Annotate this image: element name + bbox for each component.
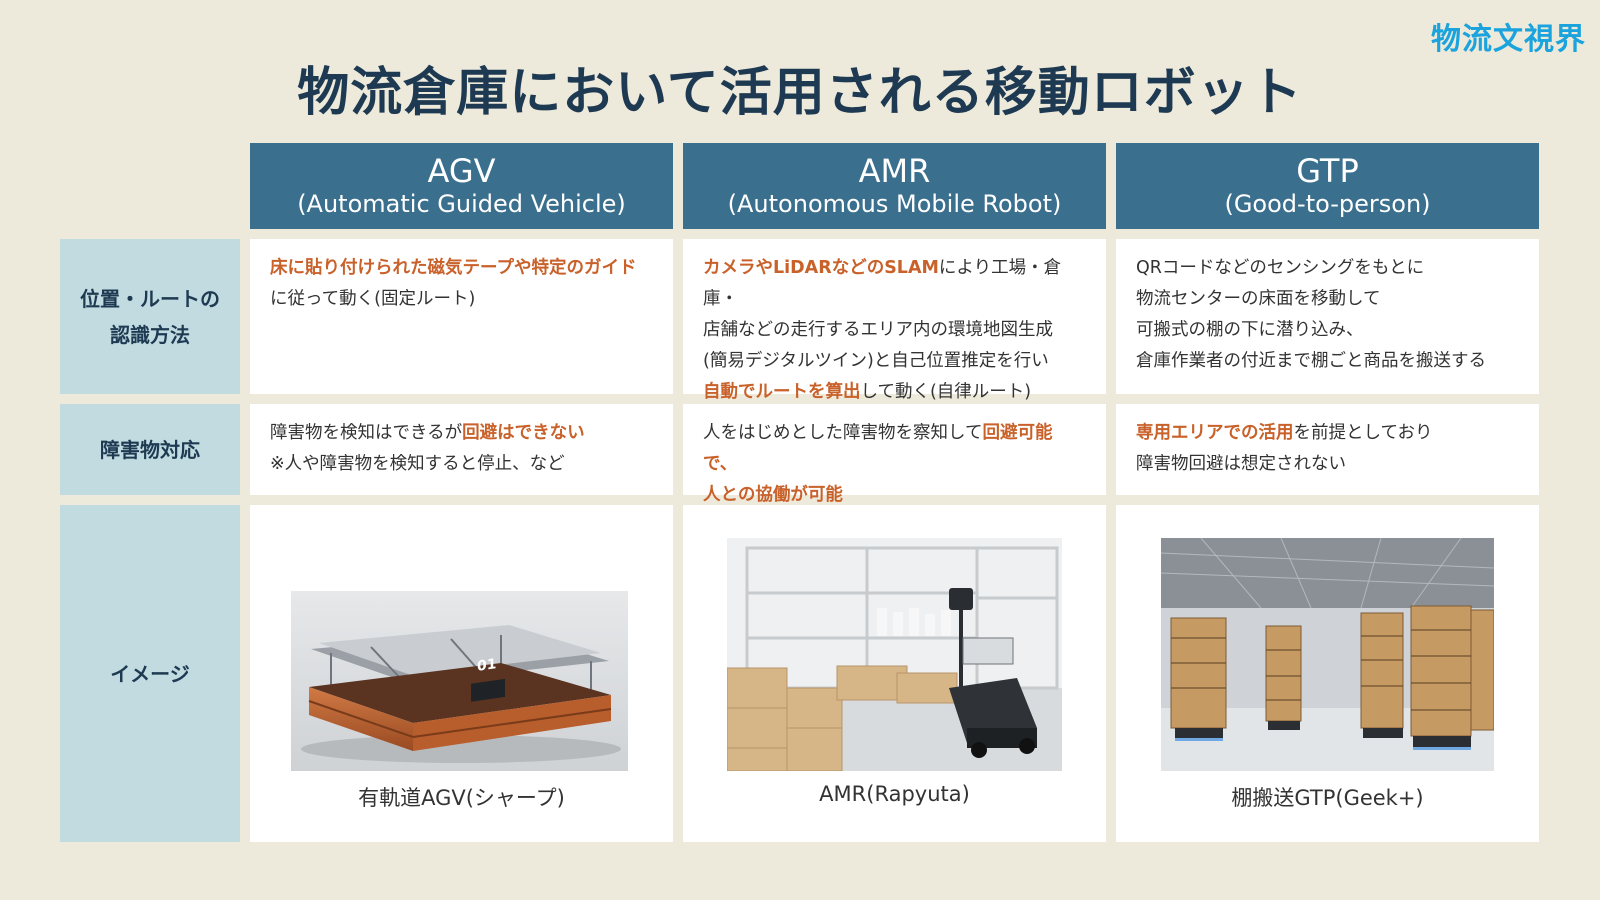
cell-text: 物流センターの床面を移動して — [1136, 289, 1381, 309]
image-caption: 有軌道AGV(シャープ) — [358, 786, 565, 810]
cell-recognition-agv: 床に貼り付けられた磁気テープや特定のガイド に従って動く(固定ルート) — [250, 239, 673, 394]
highlight-text: カメラやLiDARなどのSLAM — [703, 258, 939, 278]
highlight-text: 自動でルートを算出 — [703, 382, 861, 402]
cell-image-gtp: 棚搬送GTP(Geek+) — [1116, 505, 1539, 842]
row-label-obstacle: 障害物対応 — [60, 404, 240, 495]
agv-robot-image: 01 — [291, 591, 628, 771]
cell-text: に従って動く(固定ルート) — [270, 289, 476, 309]
row-label-image: イメージ — [60, 505, 240, 842]
column-name: AGV — [427, 152, 496, 190]
cell-obstacle-agv: 障害物を検知はできるが回避はできない ※人や障害物を検知すると停止、など — [250, 404, 673, 495]
row-label-recognition: 位置・ルートの 認識方法 — [60, 239, 240, 394]
svg-text:01: 01 — [477, 656, 496, 675]
cell-recognition-gtp: QRコードなどのセンシングをもとに 物流センターの床面を移動して 可搬式の棚の下… — [1116, 239, 1539, 394]
cell-recognition-amr: カメラやLiDARなどのSLAMにより工場・倉庫・ 店舗などの走行するエリア内の… — [683, 239, 1106, 402]
row-label-line: 位置・ルートの — [80, 286, 220, 311]
column-header-gtp: GTP (Good-to-person) — [1116, 143, 1539, 229]
cell-image-amr: AMR(Rapyuta) — [683, 505, 1106, 842]
column-header-amr: AMR (Autonomous Mobile Robot) — [683, 143, 1106, 229]
cell-text: ※人や障害物を検知すると停止、など — [270, 454, 565, 474]
amr-robot-image — [727, 538, 1062, 771]
cell-text: QRコードなどのセンシングをもとに — [1136, 258, 1425, 278]
column-fullname: (Good-to-person) — [1224, 190, 1431, 218]
table-corner — [60, 143, 240, 229]
column-name: GTP — [1296, 152, 1359, 190]
cell-text: 倉庫作業者の付近まで棚ごと商品を搬送する — [1136, 351, 1486, 371]
highlight-text: 回避はできない — [462, 423, 585, 443]
cell-text: 障害物回避は想定されない — [1136, 454, 1346, 474]
cell-text: 可搬式の棚の下に潜り込み、 — [1136, 320, 1364, 340]
highlight-text: 回避可能で、 — [703, 423, 1053, 474]
column-header-agv: AGV (Automatic Guided Vehicle) — [250, 143, 673, 229]
highlight-text: 人との協働が可能 — [703, 485, 843, 505]
comparison-table: AGV (Automatic Guided Vehicle) AMR (Auto… — [60, 143, 1539, 842]
column-fullname: (Autonomous Mobile Robot) — [727, 190, 1062, 218]
highlight-text: 床に貼り付けられた磁気テープや特定のガイド — [270, 258, 637, 278]
cell-image-agv: 01 有軌道AGV(シャープ) — [250, 505, 673, 842]
page-title: 物流倉庫において活用される移動ロボット — [297, 63, 1303, 123]
cell-obstacle-amr: 人をはじめとした障害物を察知して回避可能で、 人との協働が可能 — [683, 404, 1106, 505]
cell-text: 人をはじめとした障害物を察知して — [703, 423, 983, 443]
cell-text: 店舗などの走行するエリア内の環境地図生成 — [703, 320, 1053, 340]
cell-text: (簡易デジタルツイン)と自己位置推定を行い — [703, 351, 1049, 371]
column-fullname: (Automatic Guided Vehicle) — [297, 190, 626, 218]
gtp-robot-image — [1161, 538, 1494, 771]
row-label-line: 認識方法 — [110, 322, 190, 347]
cell-text: 障害物を検知はできるが — [270, 423, 463, 443]
cell-text: して動く(自律ルート) — [860, 382, 1032, 402]
image-caption: 棚搬送GTP(Geek+) — [1231, 786, 1424, 810]
image-caption: AMR(Rapyuta) — [819, 782, 970, 806]
cell-text: により工場・倉庫・ — [703, 258, 1062, 309]
cell-obstacle-gtp: 専用エリアでの活用を前提としており 障害物回避は想定されない — [1116, 404, 1539, 495]
highlight-text: 専用エリアでの活用 — [1136, 423, 1294, 443]
column-name: AMR — [858, 152, 931, 190]
cell-text: を前提としており — [1293, 423, 1433, 443]
brand-logo: 物流文視界 — [1431, 22, 1586, 57]
